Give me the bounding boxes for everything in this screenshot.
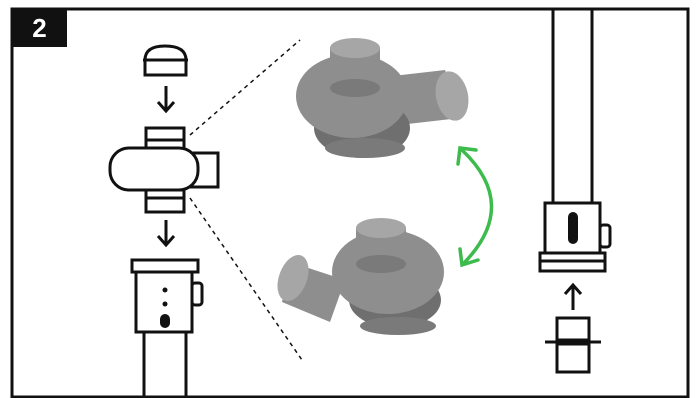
diagram-border [10, 7, 690, 398]
step-number-badge: 2 [12, 9, 67, 47]
bottom-plug-part [545, 316, 601, 374]
double-headed-curved-arrow-icon [456, 146, 494, 268]
tube-holes [160, 287, 170, 328]
up-arrow-icon [563, 282, 583, 310]
coupler-part [108, 126, 220, 214]
zoom-guide-lines [189, 39, 303, 361]
down-arrow-icon [156, 86, 176, 114]
bottom-tube-part [130, 258, 204, 397]
down-arrow-icon [156, 220, 176, 248]
coupler-view-top [296, 38, 469, 158]
right-pipe-slot [568, 212, 578, 244]
top-cap-part [143, 44, 188, 77]
coupler-view-bottom [277, 218, 444, 335]
